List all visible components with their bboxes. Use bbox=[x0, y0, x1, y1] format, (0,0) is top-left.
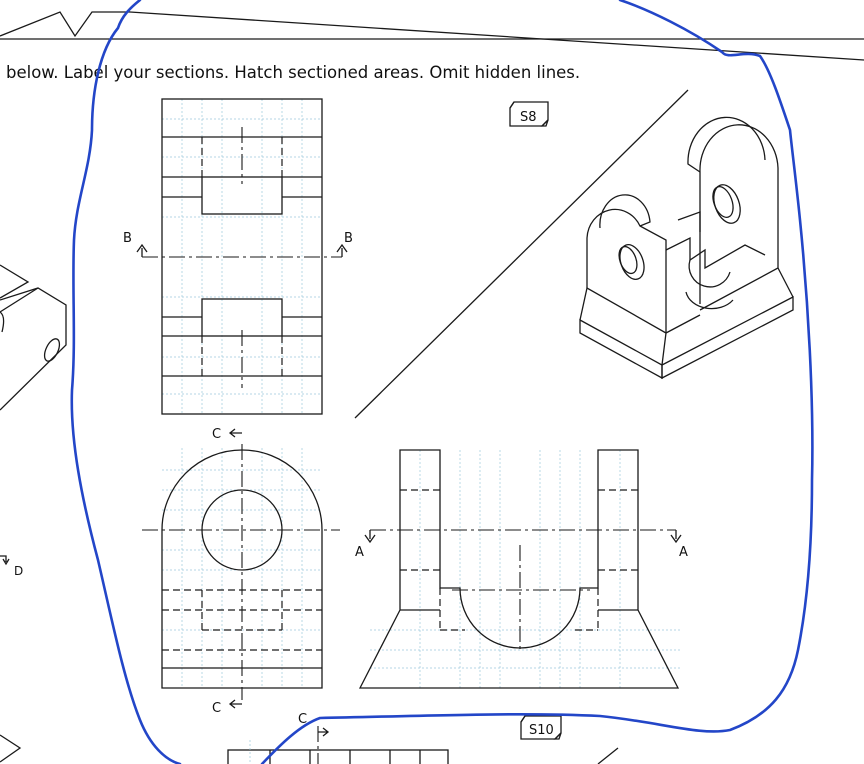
front-view-grid bbox=[370, 450, 680, 688]
front-view bbox=[358, 449, 680, 689]
section-label-c-top: C bbox=[212, 427, 221, 442]
section-label-c-bottom: C bbox=[212, 701, 221, 716]
problem-tag-s10-label: S10 bbox=[529, 723, 554, 738]
cutting-plane-c: C C bbox=[212, 427, 242, 716]
section-label-a-left: A bbox=[355, 545, 364, 560]
section-label-b-right: B bbox=[344, 231, 353, 246]
sheet-border bbox=[0, 11, 864, 61]
section-label-a-right: A bbox=[679, 545, 688, 560]
cutting-plane-b: B B bbox=[123, 231, 353, 258]
previous-problem-corner bbox=[0, 734, 22, 763]
isometric-pictorial bbox=[579, 116, 794, 380]
section-label-c-lower: C bbox=[298, 712, 307, 727]
section-label-b-left: B bbox=[123, 231, 132, 246]
problem-tag-s8: S8 bbox=[509, 101, 549, 127]
handwritten-circle-annotation bbox=[70, 0, 814, 764]
side-view bbox=[142, 444, 340, 700]
next-problem-top-view: C bbox=[227, 712, 619, 764]
problem-tag-s8-label: S8 bbox=[520, 110, 537, 125]
section-label-d: D bbox=[14, 564, 23, 578]
cutting-plane-a: A A bbox=[355, 529, 688, 560]
section-d-arrow: D bbox=[0, 555, 23, 578]
previous-problem-isometric bbox=[0, 264, 67, 411]
instructions-text: below. Label your sections. Hatch sectio… bbox=[6, 63, 581, 82]
miter-line bbox=[354, 89, 689, 419]
problem-tag-s10: S10 bbox=[520, 715, 562, 740]
